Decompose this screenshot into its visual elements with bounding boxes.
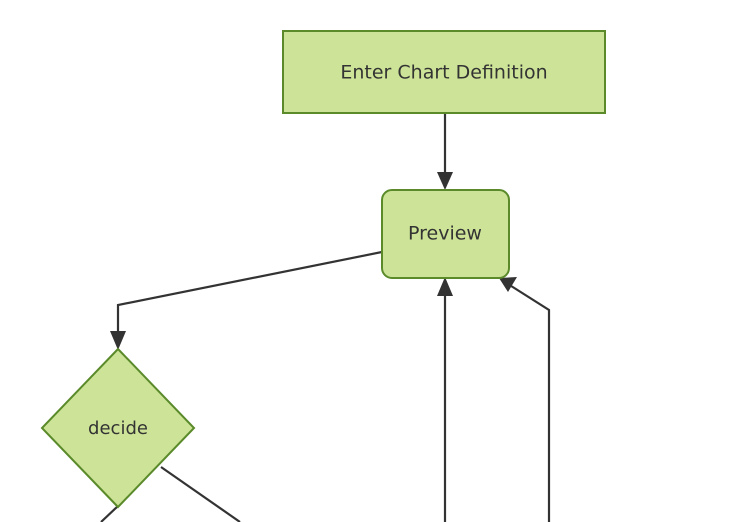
node-decide-shape[interactable] xyxy=(40,347,196,509)
edge-bottom-center-to-preview xyxy=(437,277,453,522)
node-preview-shape[interactable] xyxy=(381,189,510,279)
node-decide[interactable]: decide xyxy=(40,347,196,509)
node-layer: Enter Chart Definition Preview decide xyxy=(40,30,606,509)
edge-layer xyxy=(100,113,551,522)
edge-bottom-right-to-preview xyxy=(499,277,551,522)
edge-decide-bottom-left xyxy=(100,505,119,522)
edge-decide-bottom-left-path xyxy=(100,505,119,522)
edge-bottom-right-to-preview-path xyxy=(507,283,551,522)
node-preview[interactable]: Preview xyxy=(381,189,510,279)
edge-decide-bottom-right-path xyxy=(160,466,241,522)
node-enter-chart-definition-shape[interactable] xyxy=(282,30,606,114)
edge-preview-to-decide-path xyxy=(116,250,383,341)
node-enter-chart-definition[interactable]: Enter Chart Definition xyxy=(282,30,606,114)
edge-decide-bottom-right xyxy=(160,466,241,522)
edge-preview-to-decide-arrowhead xyxy=(110,331,126,350)
edge-enter-to-preview-arrowhead xyxy=(437,172,453,190)
edge-bottom-right-to-preview-arrowhead xyxy=(499,277,517,292)
edge-preview-to-decide xyxy=(110,250,383,350)
edge-enter-to-preview xyxy=(437,113,453,190)
edge-bottom-center-to-preview-arrowhead xyxy=(437,277,453,296)
